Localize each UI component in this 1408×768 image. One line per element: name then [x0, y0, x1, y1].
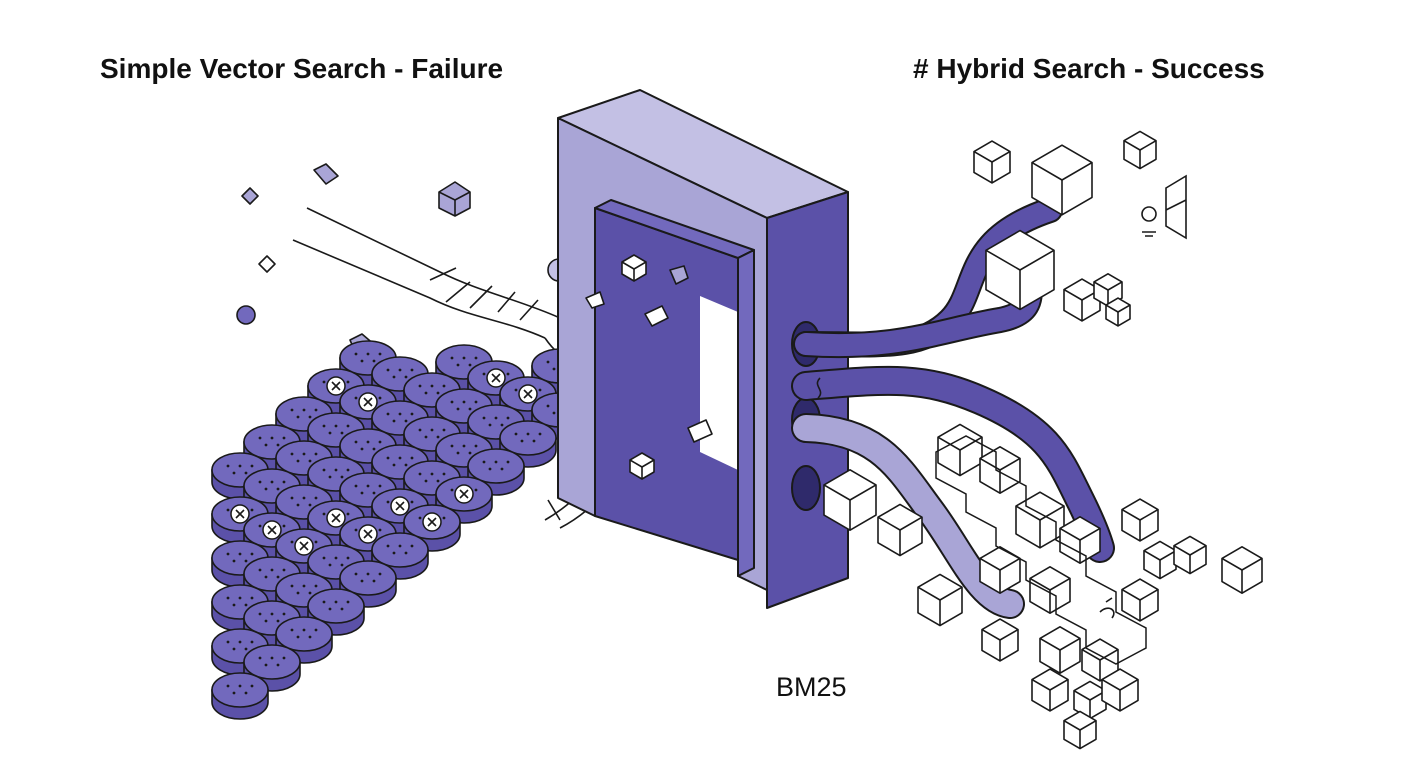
- cube-icon: [979, 445, 1021, 495]
- cube-icon: [1143, 540, 1177, 580]
- cube-icon: [1121, 578, 1159, 622]
- cube-icon: [1221, 545, 1263, 595]
- result-glyphs: [816, 174, 1187, 619]
- cube-icon: [973, 140, 1011, 184]
- gate-inner-side: [737, 249, 755, 577]
- gate-inner-cubes: [585, 254, 713, 480]
- cube-icon: [877, 503, 923, 557]
- cube-icon: [1121, 498, 1159, 542]
- cube-icon: [1105, 297, 1131, 327]
- left-title: Simple Vector Search - Failure: [100, 53, 503, 84]
- right-title: # Hybrid Search - Success: [913, 53, 1265, 84]
- cube-icon: [1063, 710, 1097, 750]
- x-circle-icon: [230, 504, 250, 524]
- x-circle-icon: [358, 524, 378, 544]
- gate-label: BM25: [776, 672, 847, 702]
- fragment-shard: [313, 163, 339, 185]
- cube-icon: [985, 229, 1055, 311]
- result-staircase: [935, 435, 1147, 665]
- result-disc: [371, 532, 429, 580]
- fragment-diamond: [258, 255, 276, 273]
- failed-results-grid: [211, 340, 589, 720]
- cube-icon: [1031, 668, 1069, 712]
- x-circle-icon: [358, 392, 378, 412]
- cube-icon: [1123, 130, 1157, 170]
- cube-icon: [981, 618, 1019, 662]
- cube-icon: [1101, 668, 1139, 712]
- cube-icon: [1073, 680, 1107, 720]
- cube-icon: [937, 423, 983, 477]
- cube-icon: [1015, 491, 1065, 549]
- cube-icon: [1093, 272, 1123, 308]
- x-circle-icon: [422, 512, 442, 532]
- fragment-diamond: [241, 187, 259, 205]
- result-disc: [211, 672, 269, 720]
- gate-opening-light: [700, 296, 738, 470]
- cube-icon: [1173, 535, 1207, 575]
- hybrid-output-tubes: [791, 197, 1115, 619]
- x-circle-icon: [262, 520, 282, 540]
- cube-icon: [917, 573, 963, 627]
- cube-icon: [621, 254, 647, 282]
- x-circle-icon: [326, 508, 346, 528]
- cube-icon: [1039, 625, 1081, 675]
- cube-icon: [1031, 144, 1093, 216]
- cube-icon: [823, 469, 877, 531]
- x-circle-icon: [518, 384, 538, 404]
- x-circle-icon: [486, 368, 506, 388]
- success-result-cubes: [823, 130, 1263, 750]
- cube-icon: [1059, 515, 1101, 565]
- cube-icon: [629, 452, 655, 480]
- x-circle-icon: [390, 496, 410, 516]
- fragment-sphere: [236, 305, 256, 325]
- x-circle-icon: [454, 484, 474, 504]
- x-circle-icon: [294, 536, 314, 556]
- x-circle-icon: [326, 376, 346, 396]
- cube-icon: [979, 545, 1021, 595]
- cube-icon: [1029, 565, 1071, 615]
- cube-icon: [438, 181, 471, 217]
